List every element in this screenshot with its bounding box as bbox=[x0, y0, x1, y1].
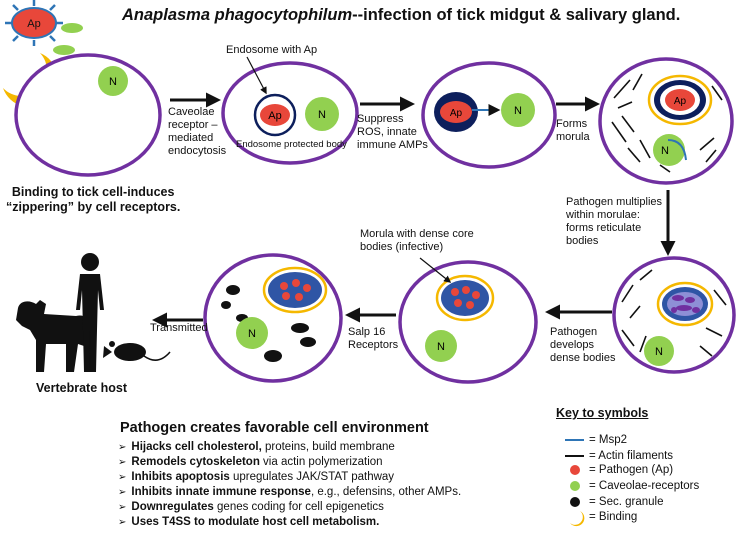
svg-text:Ap: Ap bbox=[268, 110, 281, 122]
title-species: Anaplasma phagocytophilum bbox=[122, 6, 353, 24]
environment-item: Inhibits apoptosis upregulates JAK/STAT … bbox=[118, 470, 461, 485]
key-granule: = Sec. granule bbox=[589, 496, 664, 508]
label-forms-morula: Forms morula bbox=[556, 118, 590, 143]
environment-item: Hijacks cell cholesterol, proteins, buil… bbox=[118, 440, 461, 455]
label-salp: Salp 16 Receptors bbox=[348, 326, 399, 351]
human-icon bbox=[76, 253, 104, 372]
label-transmitted: Transmitted bbox=[150, 322, 208, 334]
environment-heading: Pathogen creates favorable cell environm… bbox=[120, 420, 429, 436]
svg-text:N: N bbox=[655, 346, 663, 358]
environment-item: Uses T4SS to modulate host cell metaboli… bbox=[118, 515, 461, 530]
free-pathogen: Ap bbox=[5, 0, 63, 46]
svg-text:Ap: Ap bbox=[674, 96, 687, 107]
svg-text:Ap: Ap bbox=[450, 108, 463, 119]
nucleus-label: N bbox=[109, 76, 117, 88]
page-title: Anaplasma phagocytophilum--infection of … bbox=[122, 6, 680, 25]
label-multiplies: Pathogen multiplies within morulae: form… bbox=[566, 196, 663, 247]
environment-item: Inhibits innate immune response, e.g., d… bbox=[118, 485, 461, 500]
cell-7: N bbox=[203, 253, 343, 383]
cell-1: N bbox=[14, 53, 162, 177]
label-suppress: Suppress ROS, innate immune AMPs bbox=[357, 113, 428, 151]
free-pathogen-label: Ap bbox=[27, 18, 40, 30]
label-caveolae: Caveolae receptor – mediated endocytosis bbox=[168, 106, 227, 157]
key-heading: Key to symbols bbox=[556, 406, 649, 420]
title-rest: --infection of tick midgut & salivary gl… bbox=[352, 6, 681, 24]
dog-icon bbox=[16, 300, 96, 372]
key-msp2: = Msp2 bbox=[589, 434, 628, 446]
morula-pointer bbox=[419, 257, 452, 283]
label-morula-dense: Morula with dense core bodies (infective… bbox=[360, 228, 474, 253]
cell-3: Ap N bbox=[421, 61, 557, 169]
key-symbols bbox=[565, 439, 585, 527]
label-vertebrate-host: Vertebrate host bbox=[36, 381, 128, 395]
cell-5: N bbox=[612, 256, 736, 374]
label-develops: Pathogen develops dense bodies bbox=[550, 326, 616, 364]
svg-text:N: N bbox=[318, 109, 326, 121]
svg-text:N: N bbox=[248, 328, 256, 340]
environment-item: Remodels cytoskeleton via actin polymeri… bbox=[118, 455, 461, 470]
key-caveolae: = Caveolae-receptors bbox=[589, 480, 700, 492]
key-actin: = Actin filaments bbox=[589, 450, 674, 462]
environment-list: Hijacks cell cholesterol, proteins, buil… bbox=[118, 440, 461, 530]
key-binding: = Binding bbox=[589, 511, 638, 523]
key-pathogen: = Pathogen (Ap) bbox=[589, 464, 674, 476]
rat-icon bbox=[103, 341, 171, 361]
svg-text:N: N bbox=[437, 341, 445, 353]
label-endosome-with-ap: Endosome with Ap bbox=[226, 44, 318, 56]
cell-2: Ap N bbox=[221, 61, 359, 165]
label-endosome-protected: Endosome protected body bbox=[236, 139, 347, 150]
cell-4: Ap N bbox=[598, 57, 734, 185]
cell-6: N bbox=[398, 260, 538, 384]
svg-text:N: N bbox=[661, 145, 669, 157]
svg-text:N: N bbox=[514, 105, 522, 117]
label-binding: Binding to tick cell-induces “zippering”… bbox=[6, 185, 181, 214]
environment-item: Downregulates genes coding for cell epig… bbox=[118, 500, 461, 515]
endosome-pointer bbox=[246, 56, 267, 95]
